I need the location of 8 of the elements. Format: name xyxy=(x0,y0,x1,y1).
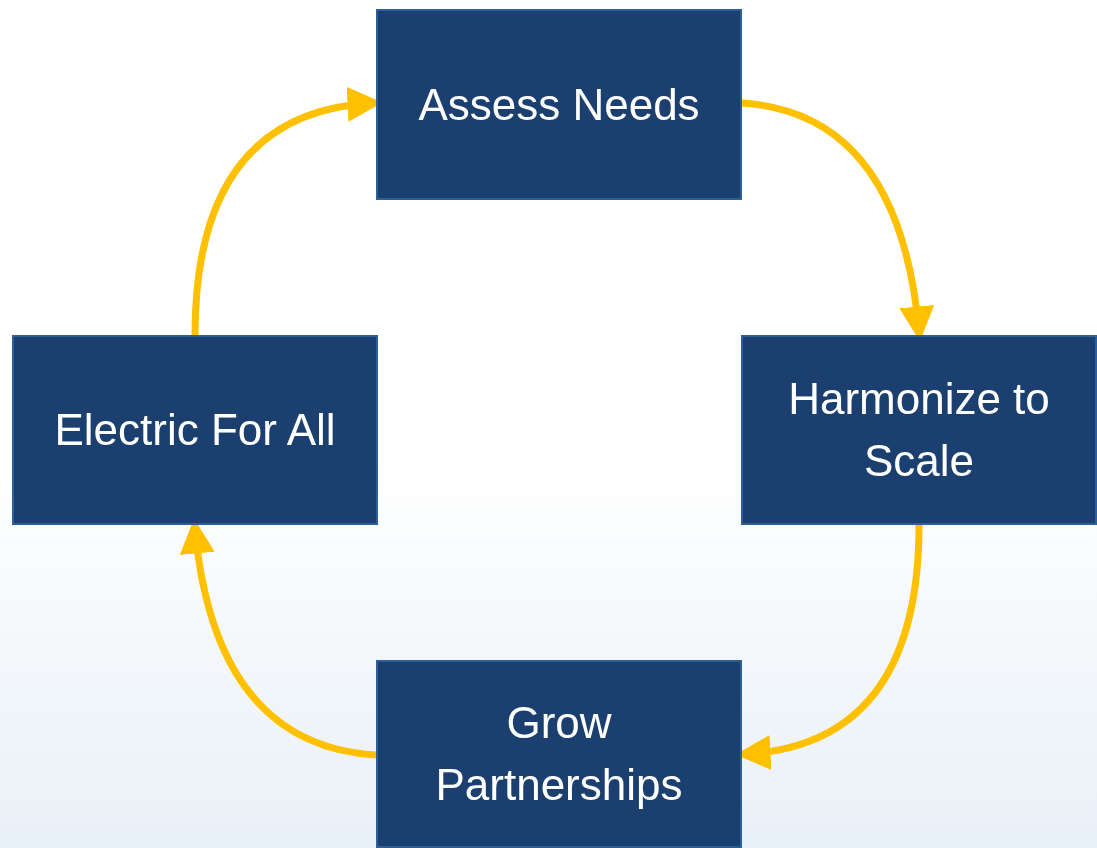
process-box xyxy=(376,660,742,848)
step-label: Assess Needs xyxy=(418,78,700,131)
step-label: Electric For All xyxy=(54,404,336,456)
process-box xyxy=(376,9,742,200)
process-box xyxy=(741,335,1097,525)
step-label: Grow Partnerships xyxy=(434,697,684,811)
process-box xyxy=(12,335,378,525)
step-label: Harmonize to Scale xyxy=(787,373,1051,487)
